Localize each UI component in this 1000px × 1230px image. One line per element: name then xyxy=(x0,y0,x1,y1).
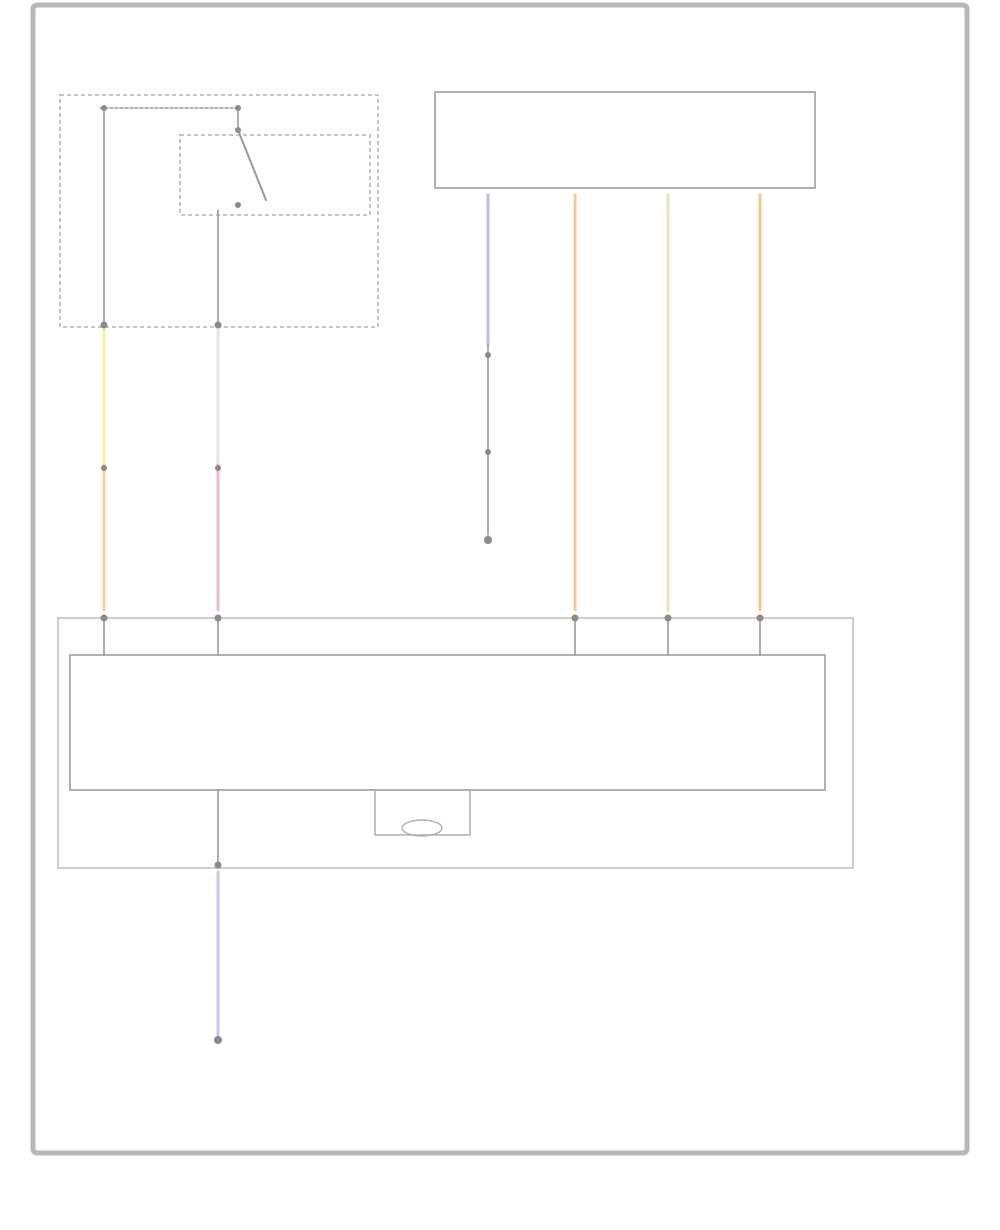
fuse-block-terminal xyxy=(101,105,107,111)
splice-dot xyxy=(215,465,221,471)
control-unit-outline xyxy=(69,654,826,791)
fuse-relay-block xyxy=(59,94,379,329)
compressor-relay-outline xyxy=(179,134,371,216)
ground-point xyxy=(484,536,492,544)
module-terminal xyxy=(100,614,108,622)
left-wires xyxy=(101,328,221,612)
fuse-block-terminal xyxy=(235,105,241,111)
splice-dot xyxy=(485,352,491,358)
fuse-block-terminal xyxy=(100,321,108,329)
relay-contact xyxy=(235,127,241,133)
hvac-module xyxy=(434,91,816,189)
relay-contact xyxy=(235,202,241,208)
fuse-block-terminal xyxy=(214,321,222,329)
ground-point xyxy=(214,1036,222,1044)
splice-dot xyxy=(101,465,107,471)
hvac-wires xyxy=(484,193,762,612)
module-internal-bracket xyxy=(374,790,471,836)
fuse-block-outline xyxy=(59,94,379,328)
diagram-frame xyxy=(30,2,970,1156)
bottom-ground xyxy=(214,870,222,1044)
module-internal-oval xyxy=(401,819,443,837)
module-terminal xyxy=(214,614,222,622)
lower-module xyxy=(57,614,854,869)
module-terminal xyxy=(756,614,764,622)
module-terminal xyxy=(571,614,579,622)
module-terminal xyxy=(214,861,222,869)
relay-switch-arm xyxy=(237,129,267,201)
lower-module-outline xyxy=(57,617,854,869)
connector-dot xyxy=(485,449,491,455)
module-terminal xyxy=(664,614,672,622)
hvac-module-outline xyxy=(434,91,816,189)
